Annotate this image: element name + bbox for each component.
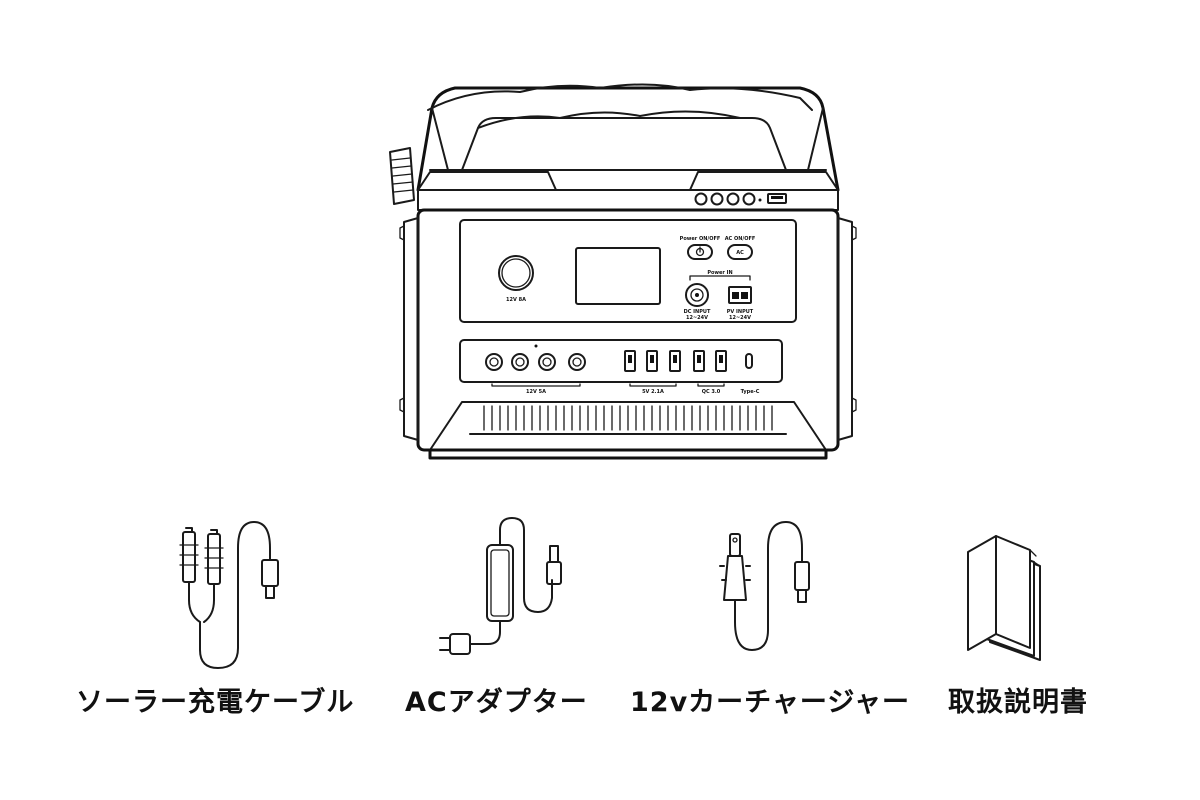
top-indicator-buttons: [694, 192, 787, 206]
ac-button-label: AC: [736, 250, 744, 256]
top-shell: [417, 171, 839, 191]
ac-button-group: AC ON/OFF AC: [725, 236, 756, 260]
vent-grille: [429, 401, 827, 451]
power-station: 12V 8A Power ON/OFF AC ON/OFF AC Power I…: [389, 83, 857, 460]
manual-icon: [967, 535, 1041, 661]
car-charger-icon: [719, 521, 810, 651]
type-c-port: Type-C: [741, 353, 760, 395]
ac-adapter-icon: [439, 517, 562, 655]
lcd-display: [575, 247, 661, 305]
output-panel: [459, 339, 783, 383]
type-c-label: Type-C: [741, 389, 760, 395]
caption-solar-cable: ソーラー充電ケーブル: [76, 687, 355, 718]
caption-row: ソーラー充電ケーブル ACアダプター 12vカーチャージャー 取扱説明書: [0, 680, 1200, 730]
power-in-group: Power IN DC INPUT 12~24V PV INPUT 12~24V: [684, 270, 754, 321]
usb-output-ports: 5V 2.1A: [624, 350, 681, 395]
usb-outputs-label: 5V 2.1A: [642, 389, 664, 395]
ac-onoff-label: AC ON/OFF: [725, 236, 756, 242]
power-onoff-label: Power ON/OFF: [680, 236, 721, 242]
qc-outputs-label: QC 3.0: [702, 389, 721, 395]
side-knob-icon: [389, 147, 415, 205]
power-in-label: Power IN: [707, 270, 732, 276]
pv-input-range: 12~24V: [729, 315, 751, 321]
cigarette-socket-icon: 12V 8A: [498, 255, 534, 303]
control-panel: [459, 219, 797, 323]
caption-ac-adapter: ACアダプター: [405, 687, 588, 718]
dc-input-range: 12~24V: [686, 315, 708, 321]
solar-cable-icon: [179, 521, 279, 669]
caption-manual: 取扱説明書: [948, 687, 1088, 718]
carry-handle: [416, 83, 840, 192]
round-port-label: 12V 8A: [506, 297, 526, 303]
dc-output-ports: 12V 5A: [485, 353, 586, 395]
dc-outputs-label: 12V 5A: [526, 389, 546, 395]
qc-output-ports: QC 3.0: [693, 350, 727, 395]
caption-car-charger: 12vカーチャージャー: [630, 687, 911, 718]
pv-input-label: PV INPUT: [727, 309, 754, 315]
power-button-group: Power ON/OFF: [680, 236, 721, 260]
dc-input-label: DC INPUT: [684, 309, 711, 315]
